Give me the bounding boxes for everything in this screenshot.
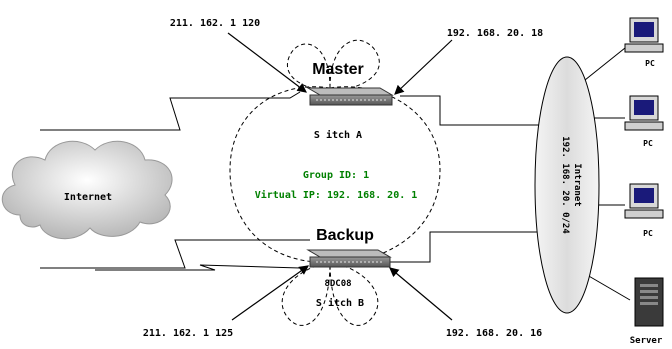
pc-3-label: PC (643, 229, 653, 238)
intranet-ellipse (534, 56, 600, 314)
pc-3: PC (624, 183, 664, 238)
intranet-name: Intranet (572, 163, 582, 206)
network-switch-icon (306, 87, 394, 106)
desktop-computer-icon (624, 17, 664, 53)
desktop-computer-icon (624, 183, 664, 219)
backup-lan-ip: 192. 168. 20. 16 (446, 328, 542, 339)
master-switch: Master S itch A (306, 61, 394, 141)
switch-b-label: S itch B (316, 297, 364, 309)
master-wan-ip: 211. 162. 1 120 (170, 18, 260, 29)
desktop-computer-icon (624, 95, 664, 131)
backup-switch: Backup 8DC08 S itch B (306, 227, 392, 309)
internet-cloud-icon (1, 140, 173, 240)
internet-links (40, 91, 310, 271)
backup-wan-ip: 211. 162. 1 125 (143, 328, 233, 339)
server-label: Server (630, 336, 663, 346)
pc-2-label: PC (643, 139, 653, 148)
virtual-ip-label: Virtual IP: 192. 168. 20. 1 (255, 189, 418, 201)
internet-label: Internet (64, 192, 112, 203)
backup-device-label: 8DC08 (324, 279, 351, 289)
master-lan-ip: 192. 168. 20. 18 (447, 28, 543, 39)
intranet-links (390, 95, 550, 263)
switch-a-label: S itch A (314, 129, 362, 141)
backup-title: Backup (316, 227, 374, 244)
pc-1: PC (624, 17, 664, 68)
ip-arrows (227, 32, 453, 321)
group-id-label: Group ID: 1 (303, 170, 369, 181)
pc-1-label: PC (645, 59, 655, 68)
server: Server (630, 277, 664, 346)
network-switch-icon (306, 249, 392, 268)
server-tower-icon (634, 277, 664, 327)
intranet-subnet: 192. 168. 20. 0/24 (560, 136, 570, 234)
pc-2: PC (624, 95, 664, 148)
master-title: Master (312, 61, 364, 78)
